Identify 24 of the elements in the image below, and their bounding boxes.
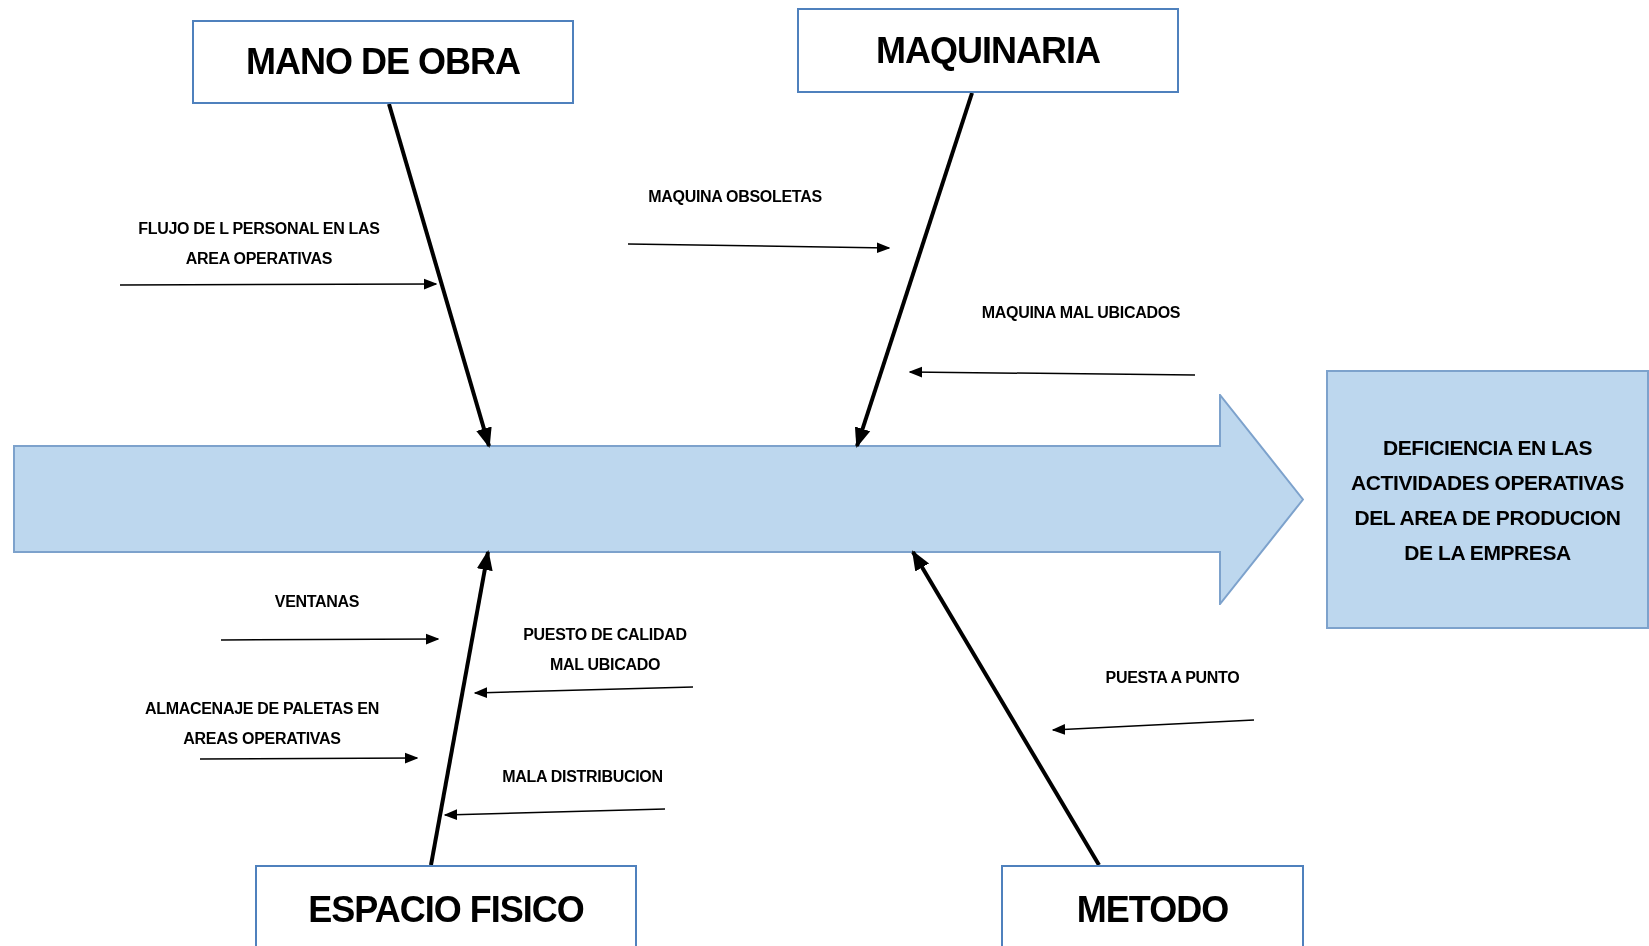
effect-box: DEFICIENCIA EN LAS ACTIVIDADES OPERATIVAS DEL AREA DE PRODUCION DE LA EMPRESA <box>1326 370 1649 629</box>
arrow <box>119 278 438 290</box>
arrow <box>473 686 694 699</box>
cause-label: VENTANAS <box>217 587 417 640</box>
cause-label: ALMACENAJE DE PALETAS EN AREAS OPERATIVAS <box>137 694 387 759</box>
arrow <box>199 752 419 764</box>
cause-label: PUESTO DE CALIDAD MAL UBICADO <box>510 620 700 687</box>
cause-label: MAQUINA MAL UBICADOS <box>951 298 1211 375</box>
category-box: MANO DE OBRA <box>192 20 574 104</box>
spine-arrow <box>13 394 1304 605</box>
arrow <box>387 103 492 448</box>
cause-label: MALA DISTRIBUCION <box>495 762 670 809</box>
category-box: METODO <box>1001 865 1304 946</box>
cause-label: FLUJO DE L PERSONAL EN LAS AREA OPERATIVAS <box>109 214 409 285</box>
arrow <box>627 242 891 254</box>
cause-label: PUESTA A PUNTO <box>1085 663 1260 720</box>
arrow <box>443 808 666 821</box>
arrow <box>854 92 974 448</box>
arrow <box>220 633 440 645</box>
category-box: ESPACIO FISICO <box>255 865 637 946</box>
arrow <box>1051 719 1255 735</box>
category-box: MAQUINARIA <box>797 8 1179 93</box>
arrow <box>908 366 1196 378</box>
cause-label: MAQUINA OBSOLETAS <box>620 182 850 244</box>
